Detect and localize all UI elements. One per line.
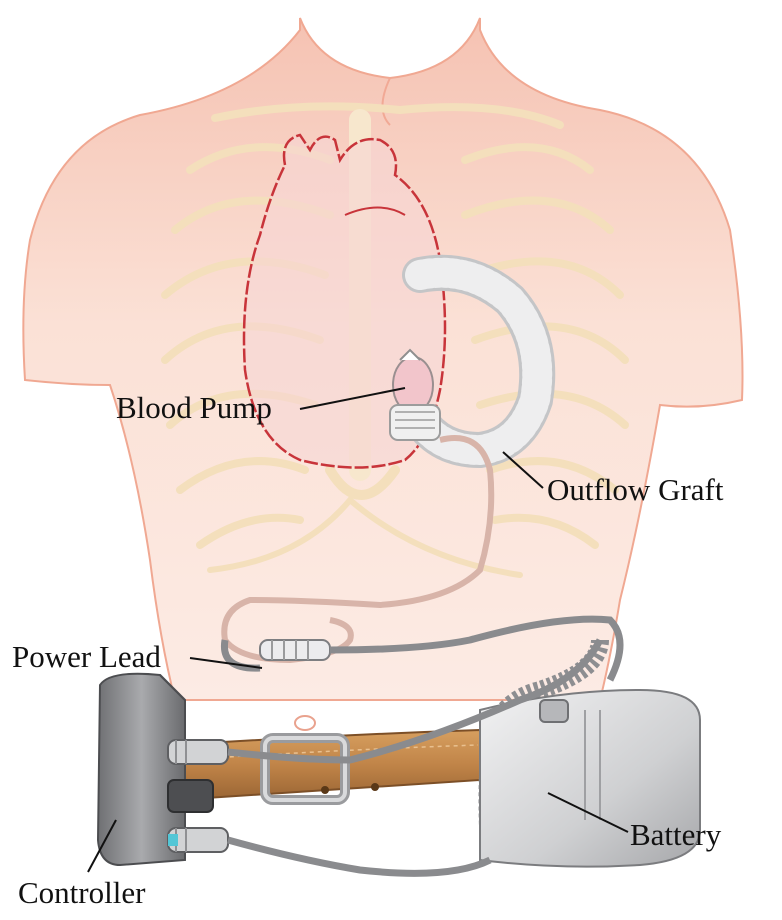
label-controller: Controller (18, 875, 146, 910)
label-outflow-graft: Outflow Graft (547, 472, 724, 507)
label-battery: Battery (630, 817, 722, 852)
label-power-lead: Power Lead (12, 639, 161, 674)
navel (295, 716, 315, 730)
label-blood-pump: Blood Pump (116, 390, 272, 425)
